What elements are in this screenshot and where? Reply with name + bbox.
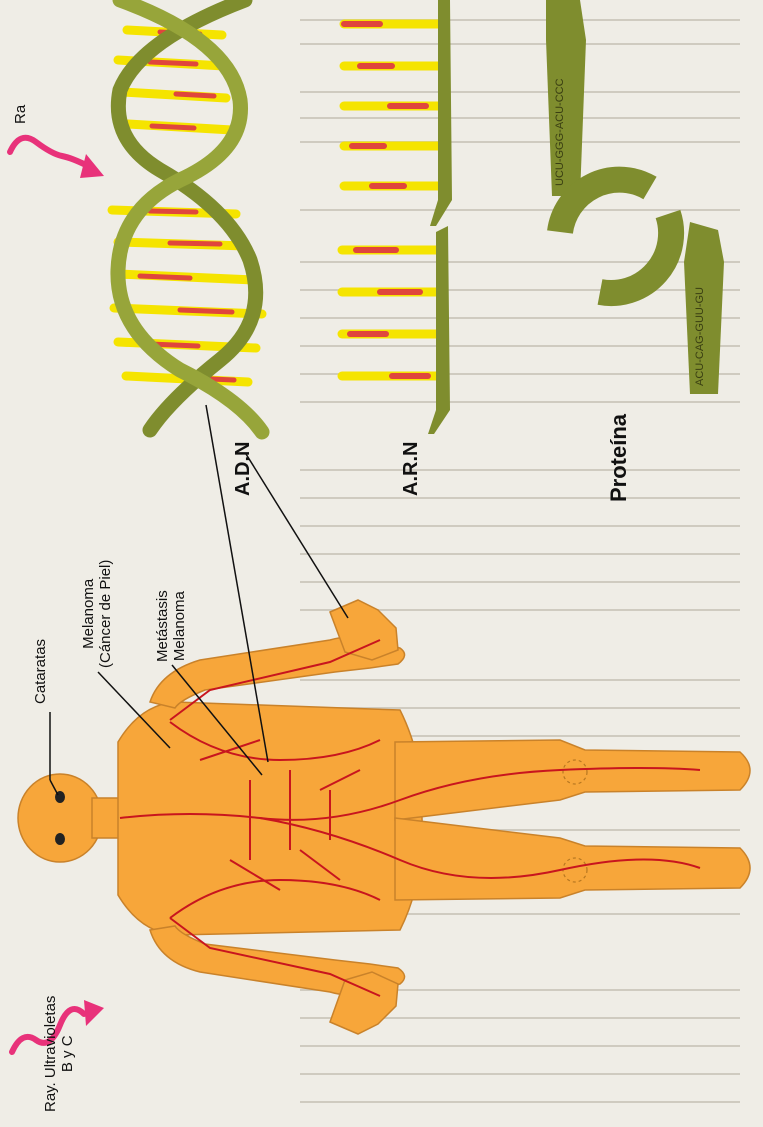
label-melanoma-line1: Melanoma	[80, 560, 97, 668]
label-adn: A.D.N	[232, 442, 255, 496]
rna-strand-upper-group	[344, 0, 452, 226]
label-uv-rays-line1: Ray. Ultravioletas	[42, 996, 59, 1112]
label-metastasis-line1: Metástasis	[154, 590, 171, 662]
label-uv-rays: Ray. Ultravioletas B y C	[42, 996, 76, 1112]
body-leg-left	[395, 740, 750, 820]
human-body	[18, 600, 750, 1034]
label-arn: A.R.N	[400, 442, 423, 496]
protein-ribosome-arc-right	[600, 214, 671, 293]
label-rna-strand-upper: UCU-GGG-ACU-CCC	[554, 78, 566, 186]
uv-wave-arrow-top	[10, 138, 104, 178]
dna-helix	[112, 0, 262, 432]
label-rna-strand-lower: ACU-CAG-GUU-GU	[694, 287, 706, 386]
label-melanoma-line2: (Cáncer de Piel)	[97, 560, 114, 668]
eye-right	[55, 833, 65, 845]
label-cataratas: Cataratas	[32, 639, 49, 704]
label-metastasis-line2: Melanoma	[171, 590, 188, 662]
label-uv-rays-line2: B y C	[59, 996, 76, 1112]
label-ray-top-partial: Ra	[12, 105, 29, 124]
protein-bar-top	[546, 0, 586, 196]
label-proteina: Proteína	[606, 414, 632, 502]
leader-adn	[246, 454, 348, 618]
label-metastasis: Metástasis Melanoma	[154, 590, 188, 662]
rna-backbone-upper	[430, 0, 452, 226]
protein-ribosome-arc-left	[560, 180, 650, 232]
body-head	[18, 774, 102, 862]
label-melanoma: Melanoma (Cáncer de Piel)	[80, 560, 114, 668]
